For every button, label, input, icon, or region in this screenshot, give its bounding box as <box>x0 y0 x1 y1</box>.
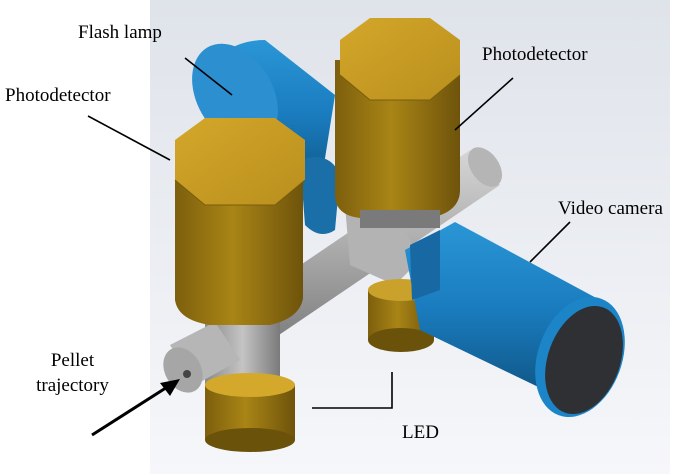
video-camera <box>405 222 625 418</box>
label-video-camera: Video camera <box>558 198 663 219</box>
photodetector-left <box>174 118 306 325</box>
leader-flash-lamp <box>184 57 233 96</box>
lower-detector-left <box>205 373 295 452</box>
leader-led <box>312 372 393 409</box>
pellet-trajectory-arrow <box>91 379 180 437</box>
label-flash-lamp: Flash lamp <box>78 22 162 43</box>
label-photodetector-right: Photodetector <box>482 44 588 65</box>
leader-photodetector-right <box>454 77 514 131</box>
leader-photodetector-left <box>87 115 171 161</box>
leader-lines <box>87 57 571 409</box>
label-photodetector-left: Photodetector <box>5 85 111 106</box>
label-led: LED <box>402 422 439 443</box>
label-pellet: Pellet <box>50 350 95 371</box>
label-trajectory: trajectory <box>36 375 109 396</box>
leader-video-camera <box>529 221 571 263</box>
photodetector-right <box>335 18 461 228</box>
